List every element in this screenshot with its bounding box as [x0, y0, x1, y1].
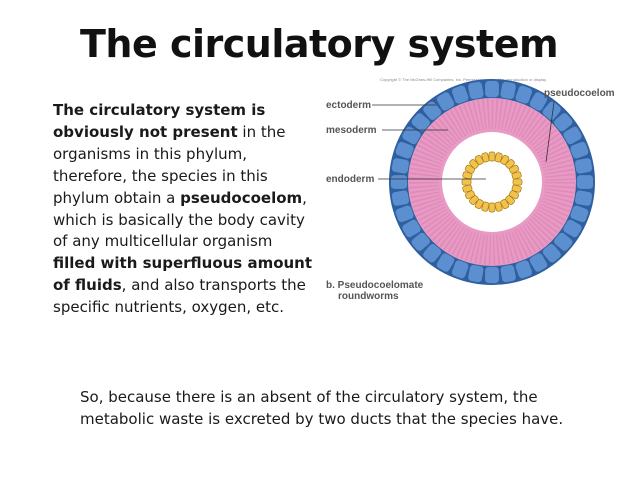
endoderm-cell [494, 201, 503, 212]
mesoderm-texture [409, 99, 575, 265]
ectoderm-cell [394, 141, 415, 160]
ectoderm-cell [541, 243, 562, 264]
ectoderm-cell [576, 174, 594, 190]
ectoderm-cell [569, 141, 590, 160]
paragraph-run: pseudocoelom [180, 188, 303, 207]
ectoderm-cell [410, 112, 431, 133]
paragraph-run: filled with superfluous amount of fluids [53, 254, 313, 295]
endoderm-cell [512, 178, 523, 186]
label-ectoderm: ectoderm [326, 100, 371, 111]
left-paragraph: The circulatory system is obviously not … [53, 100, 318, 319]
endoderm-cell [505, 159, 515, 169]
label-mesoderm: mesoderm [326, 125, 377, 136]
ectoderm-cell [391, 157, 410, 175]
gut-lumen [471, 161, 513, 203]
ectoderm-cell [451, 259, 470, 280]
ectoderm-cell [499, 264, 517, 283]
diagram-copyright: Copyright © The McGraw-Hill Companies, I… [380, 77, 547, 82]
endoderm-cell [481, 201, 490, 212]
ectoderm-cell [528, 91, 549, 112]
endoderm-cell [462, 171, 473, 180]
endoderm-cell [494, 152, 503, 163]
pseudocoelom-leader-line [545, 101, 555, 163]
ectoderm-cell [484, 80, 500, 98]
bottom-paragraph: So, because there is an absent of the ci… [80, 388, 564, 428]
endoderm-cell [505, 195, 515, 205]
ectoderm-cell [435, 252, 456, 273]
endoderm-cell [511, 184, 522, 193]
ectoderm-cell [422, 100, 443, 121]
ectoderm-cell [401, 218, 422, 239]
paragraph-run: in the organisms in this phylum, therefo… [53, 122, 286, 207]
endoderm-cell [488, 202, 496, 213]
endoderm-cell [509, 164, 520, 174]
ectoderm-cell [562, 218, 583, 239]
ectoderm-cell [390, 174, 408, 190]
paragraph-run: , and also transports the specific nutri… [53, 276, 306, 317]
endoderm-layer [461, 151, 523, 213]
endoderm-cell [500, 199, 510, 210]
endoderm-cell [474, 199, 484, 210]
ectoderm-cell [562, 125, 583, 146]
caption-line-2: roundworms [338, 291, 399, 302]
caption-line-1: b. Pseudocoelomate [326, 280, 424, 291]
ectoderm-cell [514, 259, 533, 280]
endoderm-cell [469, 195, 479, 205]
endoderm-cell [461, 178, 472, 186]
cross-section-svg: Copyright © The McGraw-Hill Companies, I… [326, 77, 615, 302]
ectoderm-cell [499, 81, 517, 100]
label-pseudocoelom: pseudocoelom [544, 88, 615, 99]
ectoderm-cell [435, 91, 456, 112]
ectoderm-cell [410, 231, 431, 252]
ectoderm-cell [574, 189, 593, 207]
endoderm-cell [464, 164, 475, 174]
ectoderm-layer [389, 79, 595, 285]
endoderm-cell [464, 190, 475, 200]
ectoderm-cell [484, 266, 500, 284]
endoderm-cell [481, 152, 490, 163]
ectoderm-cell [569, 204, 590, 223]
slide-title: The circulatory system [80, 22, 559, 66]
endoderm-cell [474, 154, 484, 165]
ectoderm-cell [394, 204, 415, 223]
paragraph-run: The circulatory system is obviously not … [53, 101, 266, 141]
ectoderm-cell [553, 112, 574, 133]
endoderm-cell [511, 171, 522, 180]
endoderm-cell [469, 159, 479, 169]
ectoderm-cell [451, 84, 470, 105]
ectoderm-cell [574, 157, 593, 175]
paragraph-run: , which is basically the body cavity of … [53, 188, 307, 251]
ectoderm-cell [391, 189, 410, 207]
endoderm-cell [500, 154, 510, 165]
ectoderm-cell [553, 231, 574, 252]
ectoderm-cell [514, 84, 533, 105]
ectoderm-cell [467, 81, 485, 100]
pseudocoelomate-diagram: Copyright © The McGraw-Hill Companies, I… [318, 70, 618, 332]
label-endoderm: endoderm [326, 174, 374, 185]
ectoderm-cell [528, 252, 549, 273]
ectoderm-cell [467, 264, 485, 283]
endoderm-cell [488, 151, 496, 162]
ectoderm-cell [541, 100, 562, 121]
endoderm-cell [462, 184, 473, 193]
ectoderm-cell [401, 125, 422, 146]
endoderm-cell [509, 190, 520, 200]
ectoderm-cell [422, 243, 443, 264]
